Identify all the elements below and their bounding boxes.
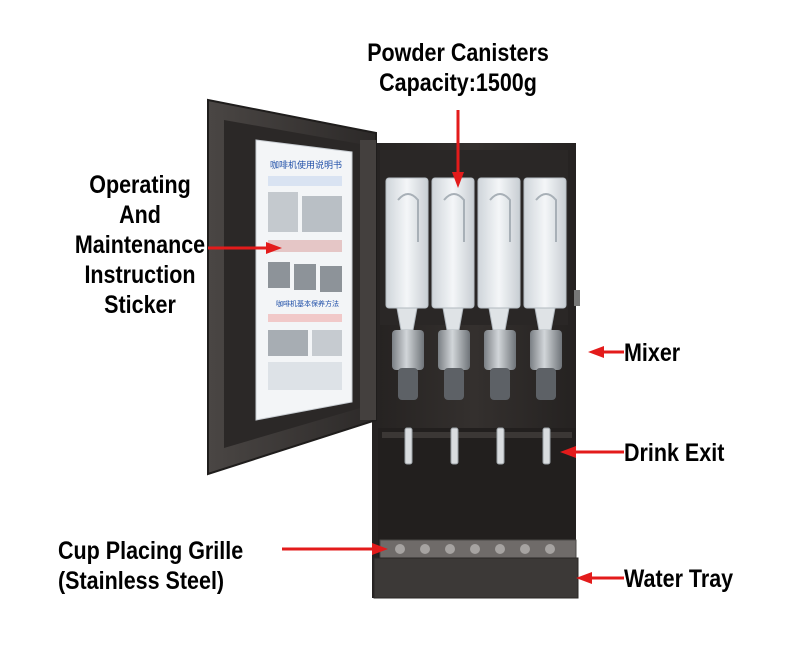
label-instruction-line5: Sticker	[104, 291, 176, 319]
sticker-title: 咖啡机使用说明书	[270, 159, 342, 171]
label-instruction-line1: Operating	[89, 171, 191, 199]
drink-exit-nozzle	[496, 427, 505, 465]
drink-exit-nozzle	[542, 427, 551, 465]
label-mixer: Mixer	[624, 339, 681, 367]
label-cup-grille: Cup Placing Grille (Stainless Steel)	[58, 536, 243, 596]
label-cup-grille-line2: (Stainless Steel)	[58, 567, 225, 595]
label-powder-canisters: Powder Canisters Capacity:1500g	[348, 38, 568, 98]
label-instruction-line3: Maintenance	[74, 231, 206, 259]
mixer-group	[392, 330, 562, 400]
label-instruction-line4: Instruction	[84, 261, 196, 289]
instruction-sticker: 咖啡机使用说明书 咖啡机基本保养方法	[255, 139, 353, 421]
mixer	[530, 330, 562, 370]
label-instruction-line2: And	[119, 201, 161, 229]
label-water-tray: Water Tray	[624, 565, 734, 593]
powder-canister-group	[385, 177, 567, 309]
sticker-section: 咖啡机基本保养方法	[276, 299, 339, 308]
mixer	[484, 330, 516, 370]
powder-canister	[385, 177, 429, 309]
powder-canister	[431, 177, 475, 309]
cup-grille	[379, 539, 577, 559]
drink-exit-group	[404, 427, 551, 465]
label-powder-canisters-line1: Powder Canisters	[367, 39, 549, 67]
label-instruction-sticker: Operating And Maintenance Instruction St…	[56, 170, 225, 320]
powder-canister	[477, 177, 521, 309]
drink-exit-nozzle	[404, 427, 413, 465]
label-powder-canisters-line2: Capacity:1500g	[379, 69, 537, 97]
water-tray	[373, 557, 579, 599]
label-drink-exit: Drink Exit	[624, 439, 725, 467]
drink-exit-nozzle	[450, 427, 459, 465]
mixer	[438, 330, 470, 370]
mixer	[392, 330, 424, 370]
canister-spouts	[396, 307, 556, 331]
powder-canister	[523, 177, 567, 309]
label-cup-grille-line1: Cup Placing Grille	[58, 537, 244, 565]
